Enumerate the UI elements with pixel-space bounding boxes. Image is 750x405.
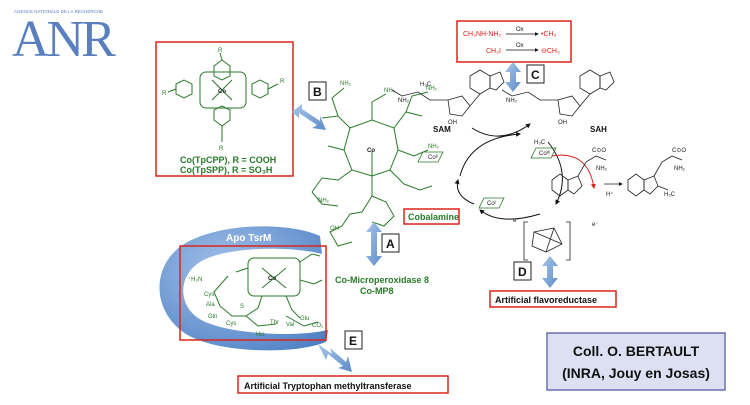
trp2-ch3: H₃C	[664, 192, 676, 198]
cycle-e2: e⁻	[592, 222, 599, 228]
co-center-b: Co	[218, 89, 226, 95]
cobalamine-structure	[311, 87, 433, 247]
trp1-cooh: C⊙O	[592, 148, 606, 154]
trp-label: Artificial Tryptophan methyltransferase	[244, 381, 412, 391]
r-label-top: R	[218, 48, 223, 54]
r-label-right: R	[280, 79, 285, 85]
r-label-left: R	[162, 91, 167, 97]
panel-a-letter: A	[386, 237, 395, 251]
arrow-d	[542, 256, 558, 288]
sam-ch3: H₃C	[420, 82, 432, 88]
anr-letters: ANR	[12, 11, 116, 68]
arrow-b	[292, 104, 326, 130]
lig-val: Val	[286, 322, 294, 328]
c-r1-product: •CH₃	[541, 31, 557, 38]
flavoreductase-cluster	[523, 221, 571, 261]
lig-cys: Cys	[204, 292, 214, 298]
sah-structure	[501, 69, 615, 117]
porphyrin-structure	[167, 52, 279, 142]
sah-nh2: NH₂	[506, 98, 518, 104]
cobalamine-label-box: Cobalamine	[403, 208, 460, 225]
lig-s: S	[240, 304, 244, 310]
panel-e-letter: E	[349, 334, 357, 348]
tryptophan-structures	[551, 155, 683, 197]
arrow-c	[505, 62, 521, 92]
sam-structure	[391, 69, 505, 117]
cobalamine-label: Cobalamine	[408, 212, 459, 222]
panel-a: A Co-Microperoxidase 8 Co-MP8	[335, 222, 429, 296]
sam-nh2: NH₂	[398, 98, 410, 104]
credit-line1: Coll. O. BERTAULT	[573, 343, 700, 359]
panel-e: E Artificial Tryptophan methyltransferas…	[237, 330, 449, 394]
arrow-a	[366, 222, 382, 266]
cbl-nh2-3: NH₂	[426, 86, 438, 92]
cbl-nh2-2: NH₂	[340, 81, 352, 87]
panel-b-letter: B	[313, 85, 322, 99]
anr-agency-line: AGENCE NATIONALE DE LA RECHERCHE	[14, 9, 103, 14]
cbl-nh2-4: NH₂	[428, 144, 440, 150]
co-state-1: Coᴵᴵ	[428, 154, 438, 161]
cbl-oh: OH	[330, 226, 339, 232]
sah-label: SAH	[590, 125, 607, 134]
c-r2-product: ⊖CH₃	[541, 48, 560, 55]
arrow-e	[318, 344, 352, 372]
co-state-2: Coᴵᴵᴵ	[539, 150, 550, 157]
trp2-cooh: C⊙O	[672, 148, 686, 154]
co-center-cbl: Co	[367, 148, 375, 154]
apo-label: Apo TsrM	[226, 233, 271, 244]
sah-oh: OH	[558, 120, 567, 126]
credit-line2: (INRA, Jouy en Josas)	[562, 365, 710, 381]
panel-b-box	[155, 41, 294, 177]
co-mp8-structure	[213, 253, 323, 327]
cycle-h: H⁺	[606, 191, 614, 198]
lig-his: His	[256, 332, 265, 338]
credit-box: Coll. O. BERTAULT (INRA, Jouy en Josas)	[546, 332, 726, 391]
lig-ala: Ala	[206, 302, 215, 308]
sam-label: SAM	[433, 125, 451, 134]
lig-h3n: ⁺H₃N	[188, 276, 202, 283]
trp1-nh2: NH₂	[596, 166, 608, 172]
panel-b: R R R R Co Co(TpCPP), R = COOH Co(TpSPP)…	[155, 41, 327, 177]
c-r2-reagent: CH₃I	[486, 48, 501, 55]
lig-gln: Gln	[208, 314, 217, 320]
trp2-nh2: NH₂	[674, 166, 686, 172]
c-r1-reagent: CH₃NH-NH₂	[463, 31, 502, 38]
lig-cys2: Cys	[226, 321, 236, 327]
panel-c: CH₃NH-NH₂ Ox •CH₃ CH₃I Ox ⊖CH₃ C	[456, 20, 572, 84]
cycle-e1: e⁻	[513, 218, 520, 224]
cycle-ch3: H₃C	[534, 140, 546, 146]
panel-b-line1: Co(TpCPP), R = COOH	[180, 155, 276, 165]
panel-d-letter: D	[518, 265, 527, 279]
panel-b-line2: Co(TpSPP), R = SO₃H	[180, 165, 272, 175]
c-r2-ox: Ox	[516, 43, 524, 49]
co-center-mp8: Co	[268, 276, 276, 282]
r-label-bottom: R	[219, 146, 224, 152]
sam-oh: OH	[448, 120, 457, 126]
lig-co2: CO₂	[312, 323, 324, 329]
cbl-nh2-1: NH₂	[384, 88, 396, 94]
apo-tsrm: Apo TsrM	[159, 226, 328, 351]
panel-c-letter: C	[531, 68, 540, 82]
lig-thr: Thr	[270, 320, 279, 326]
anr-logo: AGENCE NATIONALE DE LA RECHERCHE ANR	[12, 9, 119, 68]
flavo-label: Artificial flavoreductase	[495, 295, 597, 305]
cbl-nh2-5: NH₂	[318, 198, 330, 204]
panel-a-line1: Co-Microperoxidase 8	[335, 275, 429, 285]
panel-c-box	[456, 20, 572, 63]
co-state-3: Coᴵ	[487, 200, 496, 207]
sam-sah-arrow	[471, 123, 531, 137]
panel-d: D Artificial flavoreductase	[489, 256, 617, 308]
catalytic-cycle	[417, 131, 596, 220]
c-r1-ox: Ox	[516, 27, 524, 33]
panel-a-line2: Co-MP8	[360, 286, 394, 296]
lig-glu: Glu	[300, 316, 309, 322]
